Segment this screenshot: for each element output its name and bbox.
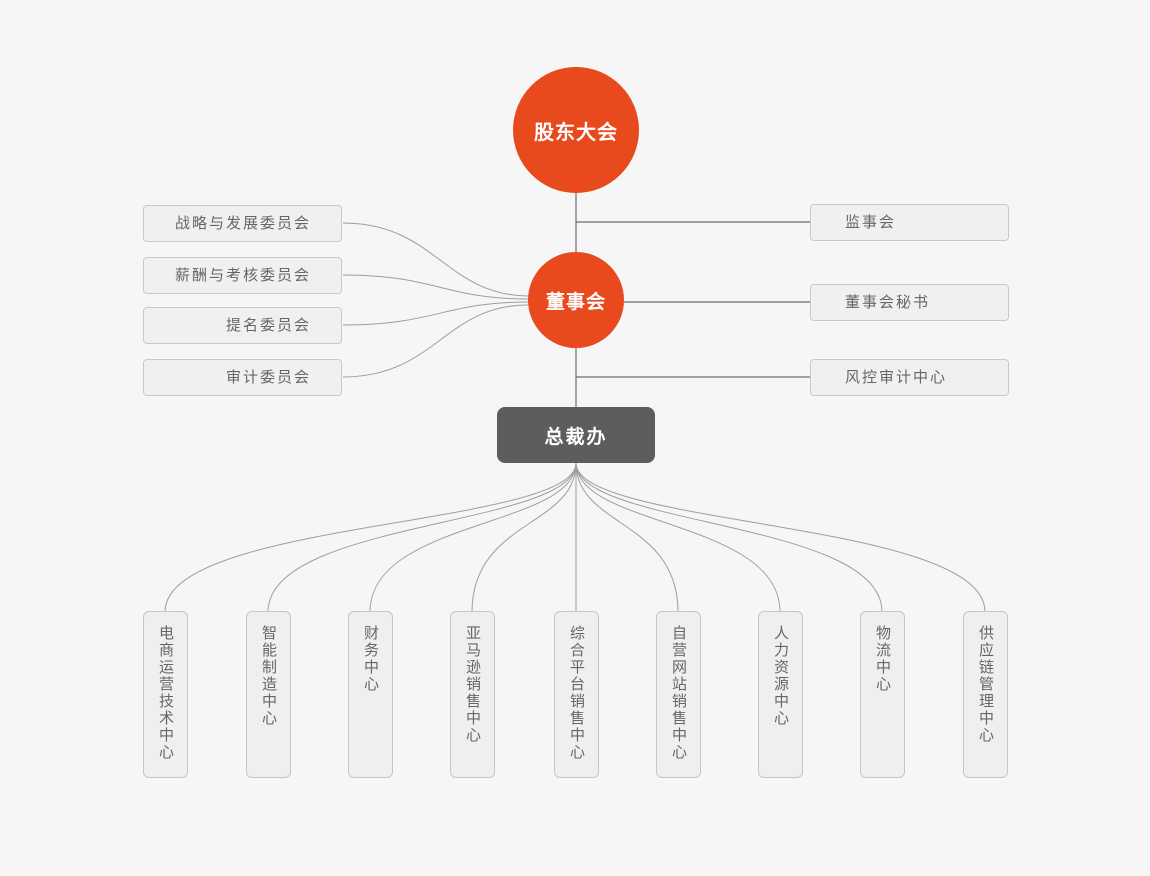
connector-nomination-committee xyxy=(342,301,529,326)
connector-dept-3 xyxy=(369,462,577,613)
connector-audit-committee xyxy=(342,304,529,378)
dept-label: 供应链管理中心 xyxy=(977,625,994,744)
node-dept-logistics-center[interactable]: 物流中心 xyxy=(860,611,905,778)
node-strategy-development-committee[interactable]: 战略与发展委员会 xyxy=(143,205,342,242)
node-dept-own-website-sales-center[interactable]: 自营网站销售中心 xyxy=(656,611,701,778)
node-shareholders-meeting[interactable]: 股东大会 xyxy=(513,67,639,193)
node-nomination-committee[interactable]: 提名委员会 xyxy=(143,307,342,344)
node-dept-human-resources-center[interactable]: 人力资源中心 xyxy=(758,611,803,778)
node-president-office[interactable]: 总裁办 xyxy=(497,407,655,463)
connector-dept-4 xyxy=(471,462,577,613)
connector-dept-1 xyxy=(164,462,577,613)
dept-label: 人力资源中心 xyxy=(772,625,789,727)
node-dept-finance-center[interactable]: 财务中心 xyxy=(348,611,393,778)
dept-label: 亚马逊销售中心 xyxy=(464,625,481,744)
node-dept-supply-chain-center[interactable]: 供应链管理中心 xyxy=(963,611,1008,778)
dept-label: 电商运营技术中心 xyxy=(157,625,174,761)
connector-dept-2 xyxy=(267,462,577,613)
dept-label: 财务中心 xyxy=(362,625,379,693)
dept-label: 物流中心 xyxy=(874,625,891,693)
node-board-of-directors[interactable]: 董事会 xyxy=(528,252,624,348)
node-risk-audit-center[interactable]: 风控审计中心 xyxy=(810,359,1009,396)
node-supervisory-board[interactable]: 监事会 xyxy=(810,204,1009,241)
node-board-secretary[interactable]: 董事会秘书 xyxy=(810,284,1009,321)
connector-strategy-committee xyxy=(342,222,529,297)
node-dept-ecommerce-ops-tech-center[interactable]: 电商运营技术中心 xyxy=(143,611,188,778)
connector-dept-6 xyxy=(575,462,679,613)
node-dept-smart-manufacturing-center[interactable]: 智能制造中心 xyxy=(246,611,291,778)
connector-dept-7 xyxy=(575,462,781,613)
dept-label: 智能制造中心 xyxy=(260,625,277,727)
node-audit-committee[interactable]: 审计委员会 xyxy=(143,359,342,396)
connector-dept-8 xyxy=(575,462,883,613)
dept-label: 综合平台销售中心 xyxy=(568,625,585,761)
node-dept-platform-sales-center[interactable]: 综合平台销售中心 xyxy=(554,611,599,778)
connector-dept-9 xyxy=(575,462,986,613)
dept-label: 自营网站销售中心 xyxy=(670,625,687,761)
connector-compensation-committee xyxy=(342,274,529,300)
node-dept-amazon-sales-center[interactable]: 亚马逊销售中心 xyxy=(450,611,495,778)
node-compensation-assessment-committee[interactable]: 薪酬与考核委员会 xyxy=(143,257,342,294)
